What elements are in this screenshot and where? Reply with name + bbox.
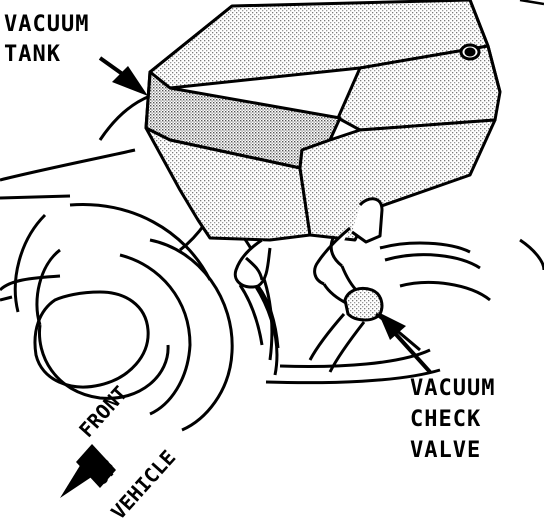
check-valve-label-line2: CHECK [410, 407, 482, 432]
vacuum-tank-label-line1: VACUUM [4, 12, 90, 37]
valve-pointer-arrow [378, 312, 432, 374]
vacuum-tank [144, 0, 502, 244]
vacuum-tank-illustration [0, 0, 544, 498]
vacuum-hoses [233, 226, 544, 385]
check-valve-label-line1: VACUUM [410, 376, 496, 401]
tank-pointer-arrow [98, 56, 148, 96]
check-valve-label-line3: VALVE [410, 438, 482, 463]
vacuum-tank-label-line2: TANK [4, 42, 61, 67]
hub-assembly [13, 202, 279, 432]
front-direction-arrow [60, 444, 116, 498]
